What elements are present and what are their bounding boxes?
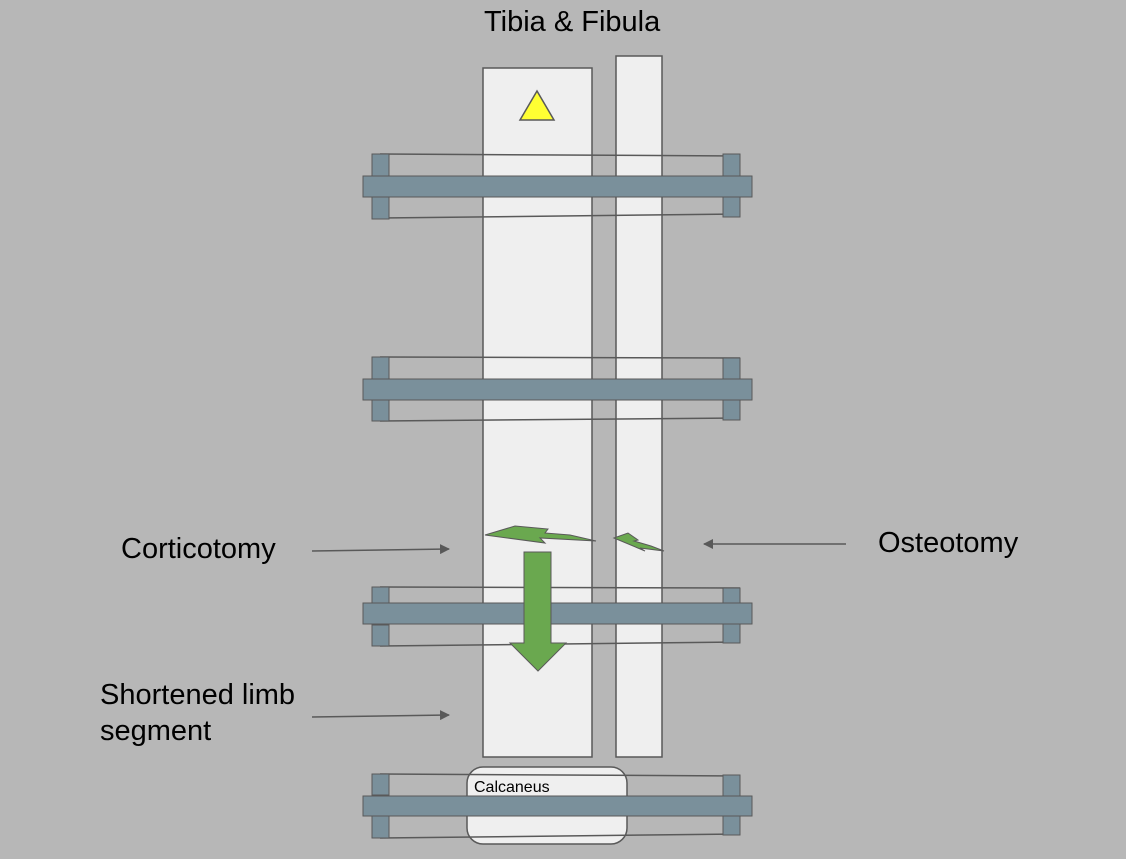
- fibula-zigzag-cut-icon: [612, 532, 665, 552]
- corticotomy-pointer-arrow: [311, 544, 450, 555]
- shortened-segment-label-line-1: Shortened limb: [100, 679, 296, 711]
- zigzag-cut-icon: [484, 525, 597, 544]
- fixator-ring-2: [362, 356, 753, 422]
- fibula-bone: [615, 55, 663, 758]
- fixator-ring-4: [362, 773, 753, 839]
- diagram-title: Tibia & Fibula: [484, 6, 661, 38]
- shortened-segment-label-line-2: segment: [100, 715, 212, 747]
- corticotomy-label: Corticotomy: [121, 533, 276, 565]
- triangle-marker-icon: [518, 89, 556, 121]
- shortened-segment-label: Shortened limb segment: [100, 677, 295, 749]
- shortened-segment-pointer-arrow: [311, 710, 450, 721]
- fixator-ring-3: [362, 586, 753, 647]
- osteotomy-label: Osteotomy: [878, 527, 1019, 559]
- fixator-ring-1: [362, 153, 753, 220]
- calcaneus-label: Calcaneus: [474, 779, 550, 796]
- arrow-down-icon: [508, 551, 568, 672]
